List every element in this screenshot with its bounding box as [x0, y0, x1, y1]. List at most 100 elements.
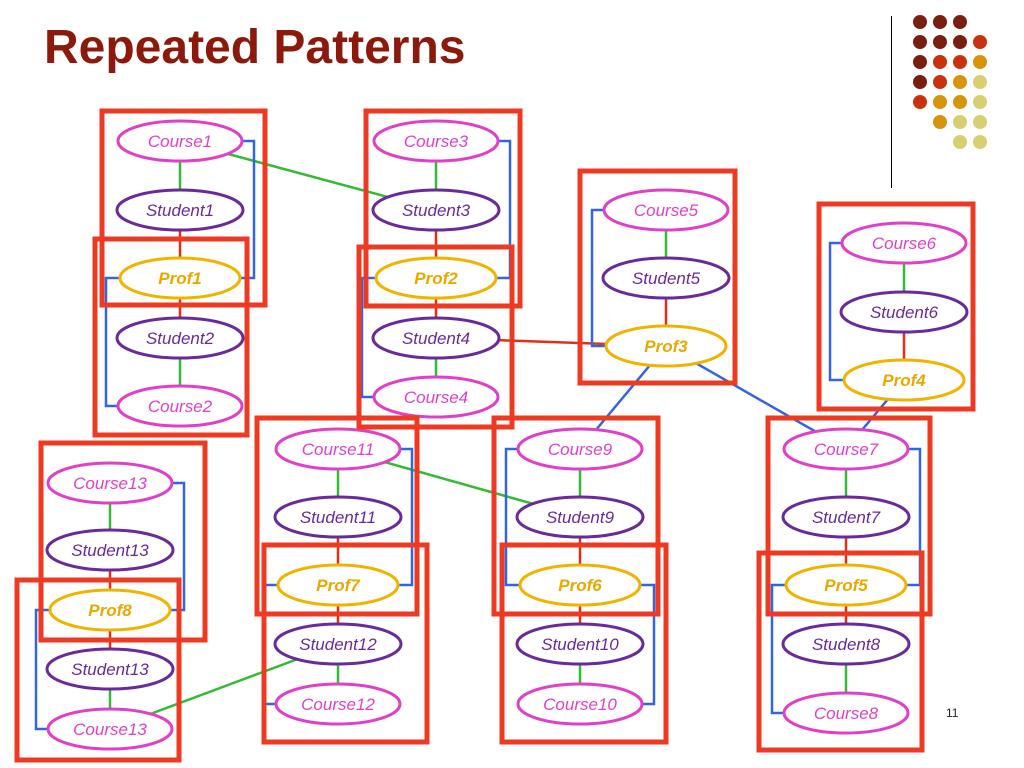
student-node-shape [839, 290, 969, 334]
highlight-box-pattern-p1-c2 [92, 236, 250, 438]
prof-node-shape [276, 563, 400, 607]
student-node-shape [273, 495, 403, 539]
course-node-shape [116, 384, 244, 428]
node-s2: Student2 [115, 316, 245, 360]
decorative-dot [933, 95, 947, 109]
slide-title: Repeated Patterns [44, 21, 466, 74]
node-c11: Course11 [274, 427, 402, 471]
course-node-shape [46, 707, 174, 751]
course-node-shape [372, 375, 500, 419]
node-p6: Prof6 [518, 563, 642, 607]
decorative-dot [973, 55, 987, 69]
course-node-label: Course9 [548, 440, 613, 459]
prof-node-label: Prof8 [88, 601, 132, 620]
student-node-shape [515, 622, 645, 666]
course-node-label: Course7 [814, 440, 879, 459]
highlight-box-pattern-p8-c13 [14, 577, 182, 763]
student-node-label: Student7 [812, 508, 881, 527]
course-node-label: Course12 [301, 695, 375, 714]
page-number: 11 [946, 706, 959, 720]
decorative-dot [913, 95, 927, 109]
course-node-shape [274, 682, 402, 726]
course-node-shape [782, 691, 910, 735]
node-s8: Student8 [781, 622, 911, 666]
node-c13b: Course13 [46, 707, 174, 751]
decorative-dot [973, 75, 987, 89]
student-node-label: Student3 [402, 201, 471, 220]
node-p8: Prof8 [48, 588, 172, 632]
decorative-dot [933, 75, 947, 89]
edge-c7-p5 [902, 447, 922, 587]
decorative-dot [953, 15, 967, 29]
course-node-shape [840, 221, 968, 265]
edge-c11-p7 [394, 447, 414, 587]
node-s3: Student3 [371, 188, 501, 232]
highlight-box-pattern-c13-p8 [38, 440, 208, 643]
prof-node-shape [118, 256, 242, 300]
node-p1: Prof1 [118, 256, 242, 300]
course-node-shape [274, 427, 402, 471]
course-node-shape [782, 427, 910, 471]
edge-p6-c10 [636, 583, 656, 706]
course-node-label: Course10 [543, 695, 617, 714]
highlight-layer [14, 108, 976, 763]
decorative-dot [973, 35, 987, 49]
student-node-label: Student1 [146, 201, 214, 220]
prof-node-label: Prof1 [158, 269, 201, 288]
decorative-dot [933, 115, 947, 129]
student-node-shape [45, 647, 175, 691]
prof-node-shape [48, 588, 172, 632]
decorative-dot [973, 115, 987, 129]
prof-node-label: Prof4 [882, 371, 926, 390]
student-node-label: Student5 [632, 269, 701, 288]
node-s13a: Student13 [45, 528, 175, 572]
edge-p1-c2 [104, 276, 124, 408]
decorative-dot [953, 95, 967, 109]
highlight-box-pattern-c3-p2 [363, 108, 523, 309]
student-node-label: Student8 [812, 635, 881, 654]
decorative-dot [933, 15, 947, 29]
decorative-dot-grid [913, 15, 987, 149]
highlight-box-pattern-c11-p7 [254, 415, 420, 617]
node-c13a: Course13 [46, 461, 174, 505]
node-s11: Student11 [273, 495, 403, 539]
course-node-label: Course11 [302, 440, 374, 459]
student-node-shape [371, 316, 501, 360]
highlight-box-pattern-p6-c10 [499, 542, 669, 745]
prof-node-label: Prof5 [824, 576, 868, 595]
highlight-box-pattern-c5-p3 [577, 168, 738, 386]
course-node-shape [516, 427, 644, 471]
node-s5: Student5 [601, 256, 731, 300]
student-node-label: Student9 [546, 508, 615, 527]
course-node-label: Course3 [404, 132, 469, 151]
node-s4: Student4 [371, 316, 501, 360]
highlight-box-pattern-p7-c12 [261, 542, 430, 745]
prof-node-shape [842, 358, 966, 402]
node-c5: Course5 [602, 188, 730, 232]
decorative-dot [973, 95, 987, 109]
node-p7: Prof7 [276, 563, 400, 607]
course-node-label: Course5 [634, 201, 699, 220]
student-node-shape [781, 622, 911, 666]
edge-c13a-p8 [166, 481, 186, 612]
decorative-dot [973, 135, 987, 149]
student-node-label: Student13 [71, 660, 149, 679]
course-node-shape [602, 188, 730, 232]
student-node-label: Student10 [541, 635, 619, 654]
student-node-label: Student11 [300, 508, 376, 527]
student-node-shape [371, 188, 501, 232]
student-node-shape [115, 316, 245, 360]
student-node-shape [45, 528, 175, 572]
decorative-dot [953, 115, 967, 129]
edge-p8-c13b [34, 608, 54, 731]
highlight-box-pattern-p2-c4 [356, 244, 515, 430]
decorative-dot [913, 75, 927, 89]
node-c8: Course8 [782, 691, 910, 735]
decorative-dot [913, 15, 927, 29]
course-node-shape [46, 461, 174, 505]
prof-node-shape [374, 256, 498, 300]
node-s12: Student12 [273, 622, 403, 666]
decorative-dot [913, 35, 927, 49]
decorative-dot [953, 55, 967, 69]
